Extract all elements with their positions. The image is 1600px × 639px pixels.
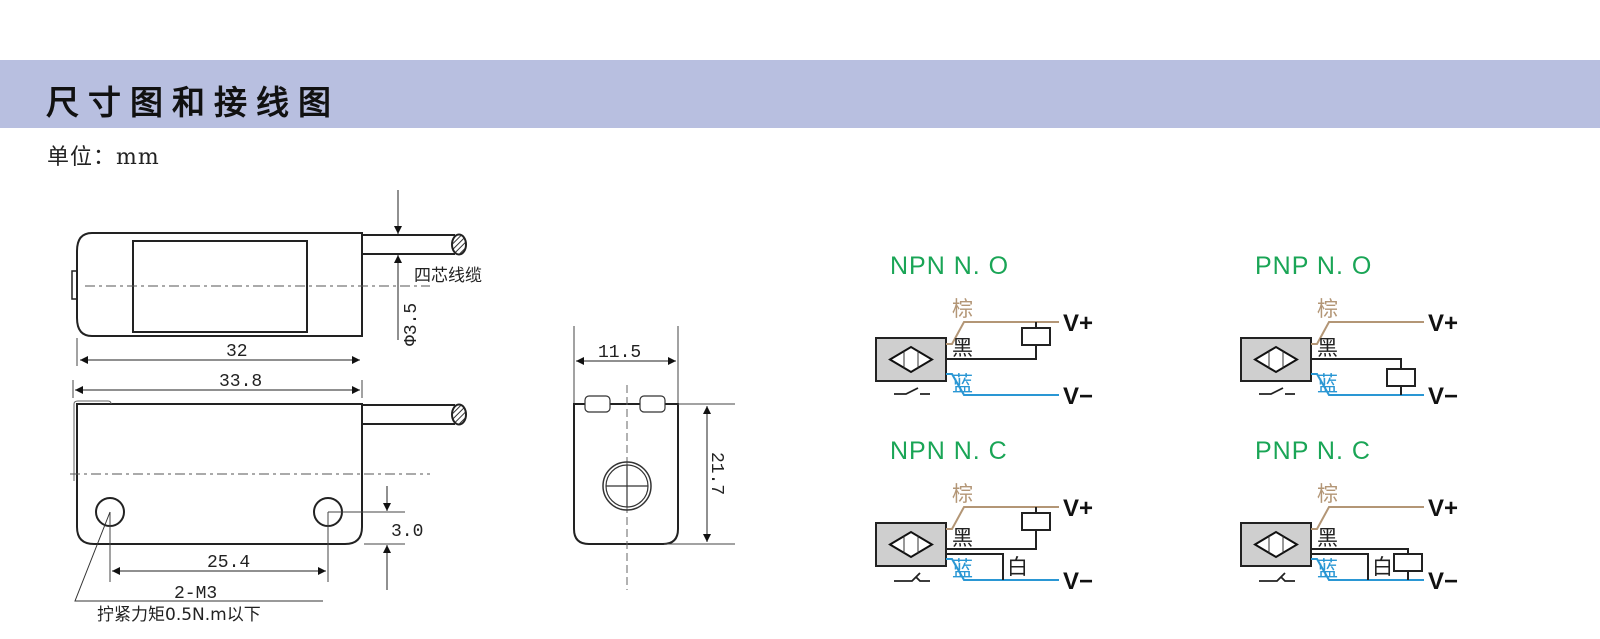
cable-label: 四芯线缆: [414, 266, 482, 286]
wiring-title: NPN N. C: [890, 437, 1008, 465]
blue-wire: [946, 373, 1059, 396]
end-view-body: [573, 403, 679, 545]
blue-wire-label: 蓝: [1317, 372, 1338, 396]
end-view: 11.5 21.7: [573, 326, 735, 590]
vplus-label: V+: [1063, 310, 1093, 337]
load-icon: [1386, 368, 1416, 387]
side-view-cable: [362, 404, 455, 425]
vminus-label: V−: [1063, 568, 1093, 595]
blue-wire: [946, 558, 1059, 581]
brown-wire-label: 棕: [1317, 482, 1338, 506]
side-view-cable-end: [451, 403, 467, 426]
blue-wire: [1311, 373, 1424, 396]
brown-wire: [946, 321, 1059, 345]
black-wire-label: 黑: [952, 526, 973, 550]
torque-note: 拧紧力矩0.5N.m以下: [97, 605, 261, 625]
vminus-label: V−: [1428, 568, 1458, 595]
top-view-tab: [71, 270, 78, 300]
end-view-target-outer: [602, 461, 652, 511]
top-view-cable: [362, 234, 455, 255]
hole-spacing-label: 25.4: [207, 553, 250, 573]
vplus-label: V+: [1428, 310, 1458, 337]
brown-wire: [1311, 506, 1424, 530]
white-wire-label: 白: [1372, 555, 1393, 579]
top-view-body: [76, 232, 363, 337]
white-wire-label: 白: [1007, 555, 1028, 579]
black-wire: [1311, 358, 1402, 369]
vplus-label: V+: [1428, 495, 1458, 522]
vminus-label: V−: [1428, 383, 1458, 410]
load-icon: [1393, 553, 1423, 572]
black-wire-label: 黑: [952, 336, 973, 360]
blue-wire-label: 蓝: [952, 557, 973, 581]
top-view-cable-end: [451, 233, 467, 256]
load-icon: [1021, 327, 1051, 346]
black-wire-label: 黑: [1317, 526, 1338, 550]
blue-wire: [1311, 558, 1424, 581]
section-title: 尺寸图和接线图: [46, 83, 340, 122]
end-height-label: 21.7: [706, 452, 726, 495]
vminus-label: V−: [1063, 383, 1093, 410]
no-switch-icon: [1259, 387, 1295, 395]
brown-wire-label: 棕: [1317, 297, 1338, 321]
blue-wire-label: 蓝: [1317, 557, 1338, 581]
blue-wire-label: 蓝: [952, 372, 973, 396]
nc-switch-icon: [894, 572, 930, 582]
unit-label: 单位：mm: [47, 145, 160, 170]
end-view-slot-right: [639, 395, 666, 413]
wiring-diagram: PNP N. O 棕蓝黑 V+ V−: [1240, 252, 1458, 410]
side-view-body: [76, 403, 363, 545]
white-wire: [946, 553, 1004, 580]
end-width-label: 11.5: [598, 343, 641, 363]
brown-wire-label: 棕: [952, 297, 973, 321]
brown-wire-label: 棕: [952, 482, 973, 506]
black-wire: [1311, 548, 1409, 554]
cable-diameter-label: Φ3.5: [402, 303, 422, 346]
end-view-slot-left: [584, 395, 611, 413]
total-length-label: 33.8: [219, 372, 262, 392]
wiring-title: NPN N. O: [890, 252, 1009, 280]
black-wire-label: 黑: [1317, 336, 1338, 360]
wiring-title: PNP N. O: [1255, 252, 1372, 280]
brown-wire: [946, 506, 1059, 530]
section-header-band: [0, 60, 1600, 128]
side-view: 33.8 3.0 25.4 2-M3 拧紧力矩0.5N.m以下: [70, 372, 467, 625]
vplus-label: V+: [1063, 495, 1093, 522]
body-length-label: 32: [226, 342, 248, 362]
brown-wire: [1311, 321, 1424, 345]
hole-spec-label: 2-M3: [174, 584, 217, 604]
no-switch-icon: [894, 387, 930, 395]
hole-offset-label: 3.0: [391, 522, 423, 542]
white-wire: [1311, 553, 1369, 580]
wiring-title: PNP N. C: [1255, 437, 1371, 465]
load-icon: [1021, 512, 1051, 531]
top-view: Φ3.5 四芯线缆 32: [71, 190, 482, 366]
wiring-diagram: NPN N. O 棕蓝黑 V+ V−: [875, 252, 1093, 410]
nc-switch-icon: [1259, 572, 1295, 582]
